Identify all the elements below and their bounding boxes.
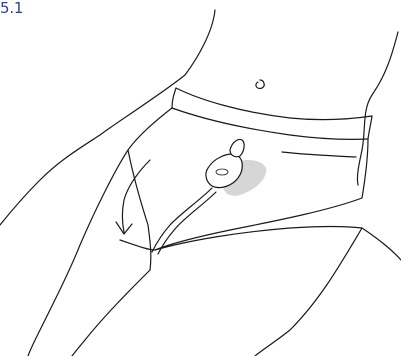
torso-right-outline [357, 32, 398, 185]
sensor-cable-inner [158, 192, 216, 254]
waistband-bottom [172, 108, 368, 139]
brief-crease [282, 152, 356, 157]
leg-opening-right [155, 227, 401, 261]
torso-left-outline [0, 10, 215, 225]
waistband-top [176, 88, 372, 120]
sensor-device-nub [230, 139, 244, 156]
leg-inner-left [72, 270, 150, 356]
direction-arrow [123, 160, 151, 232]
leg-right-lower [255, 228, 362, 356]
sensor-cable [152, 188, 212, 252]
leg-opening-left [28, 150, 128, 356]
waistband-right-edge [368, 116, 372, 139]
navel [256, 80, 264, 88]
waistband-left-edge [172, 88, 176, 108]
